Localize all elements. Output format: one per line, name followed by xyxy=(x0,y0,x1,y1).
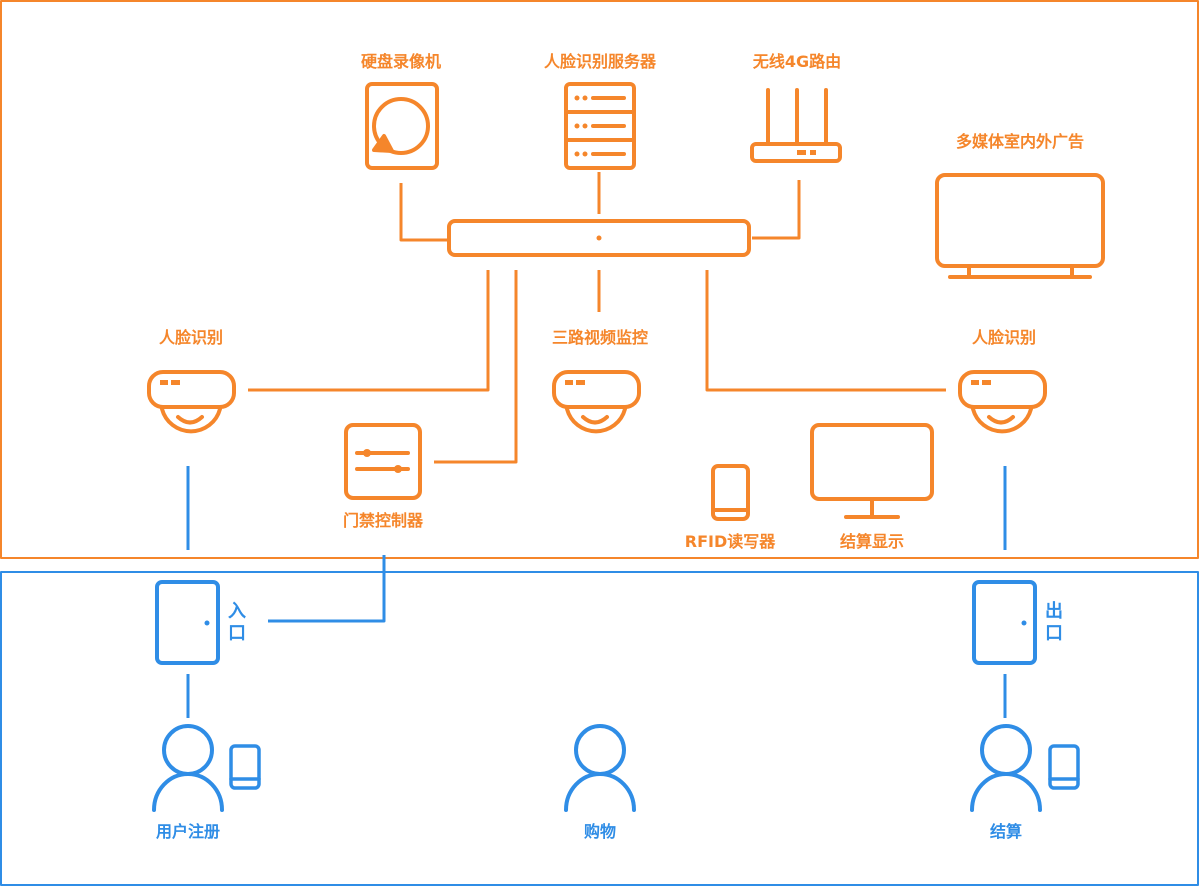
router-label: 无线4G路由 xyxy=(752,52,842,71)
video-monitor-label: 三路视频监控 xyxy=(551,328,649,347)
customer-connectors xyxy=(186,466,1007,718)
mobile-phone-icon xyxy=(229,744,261,790)
face-camera-icon xyxy=(552,370,641,434)
door-icon xyxy=(972,580,1037,665)
face-camera-icon xyxy=(958,370,1047,434)
face-camera-icon xyxy=(147,370,236,434)
dvr-label: 硬盘录像机 xyxy=(360,52,442,71)
person-icon xyxy=(152,724,224,812)
door-icon xyxy=(155,580,220,665)
shopping-label: 购物 xyxy=(583,822,617,841)
access-controller-label: 门禁控制器 xyxy=(342,511,424,530)
person-icon xyxy=(970,724,1042,812)
server-rack-icon xyxy=(564,82,636,170)
checkout-display-label: 结算显示 xyxy=(839,532,905,551)
network-connectors xyxy=(248,172,946,464)
user-register-label: 用户注册 xyxy=(155,822,221,841)
face-cam-right-label: 人脸识别 xyxy=(971,328,1037,347)
hard-disk-icon xyxy=(365,82,439,170)
store-system-region xyxy=(0,0,1199,559)
wifi-router-icon xyxy=(750,88,842,163)
face-cam-left-label: 人脸识别 xyxy=(158,328,224,347)
network-switch-icon xyxy=(447,219,751,257)
entrance-label: 入口 xyxy=(228,601,246,644)
exit-label: 出口 xyxy=(1045,601,1063,644)
monitor-icon xyxy=(810,423,934,519)
checkout-label: 结算 xyxy=(989,822,1023,841)
person-icon xyxy=(564,724,636,812)
rfid-reader-label: RFID读写器 xyxy=(684,532,776,551)
customer-flow-region xyxy=(0,571,1199,886)
phone-reader-icon xyxy=(711,464,750,521)
mobile-phone-icon xyxy=(1048,744,1080,790)
face-server-label: 人脸识别服务器 xyxy=(543,52,657,71)
ad-screen-label: 多媒体室内外广告 xyxy=(955,132,1085,151)
tv-screen-icon xyxy=(935,173,1105,279)
slider-controller-icon xyxy=(344,423,422,500)
